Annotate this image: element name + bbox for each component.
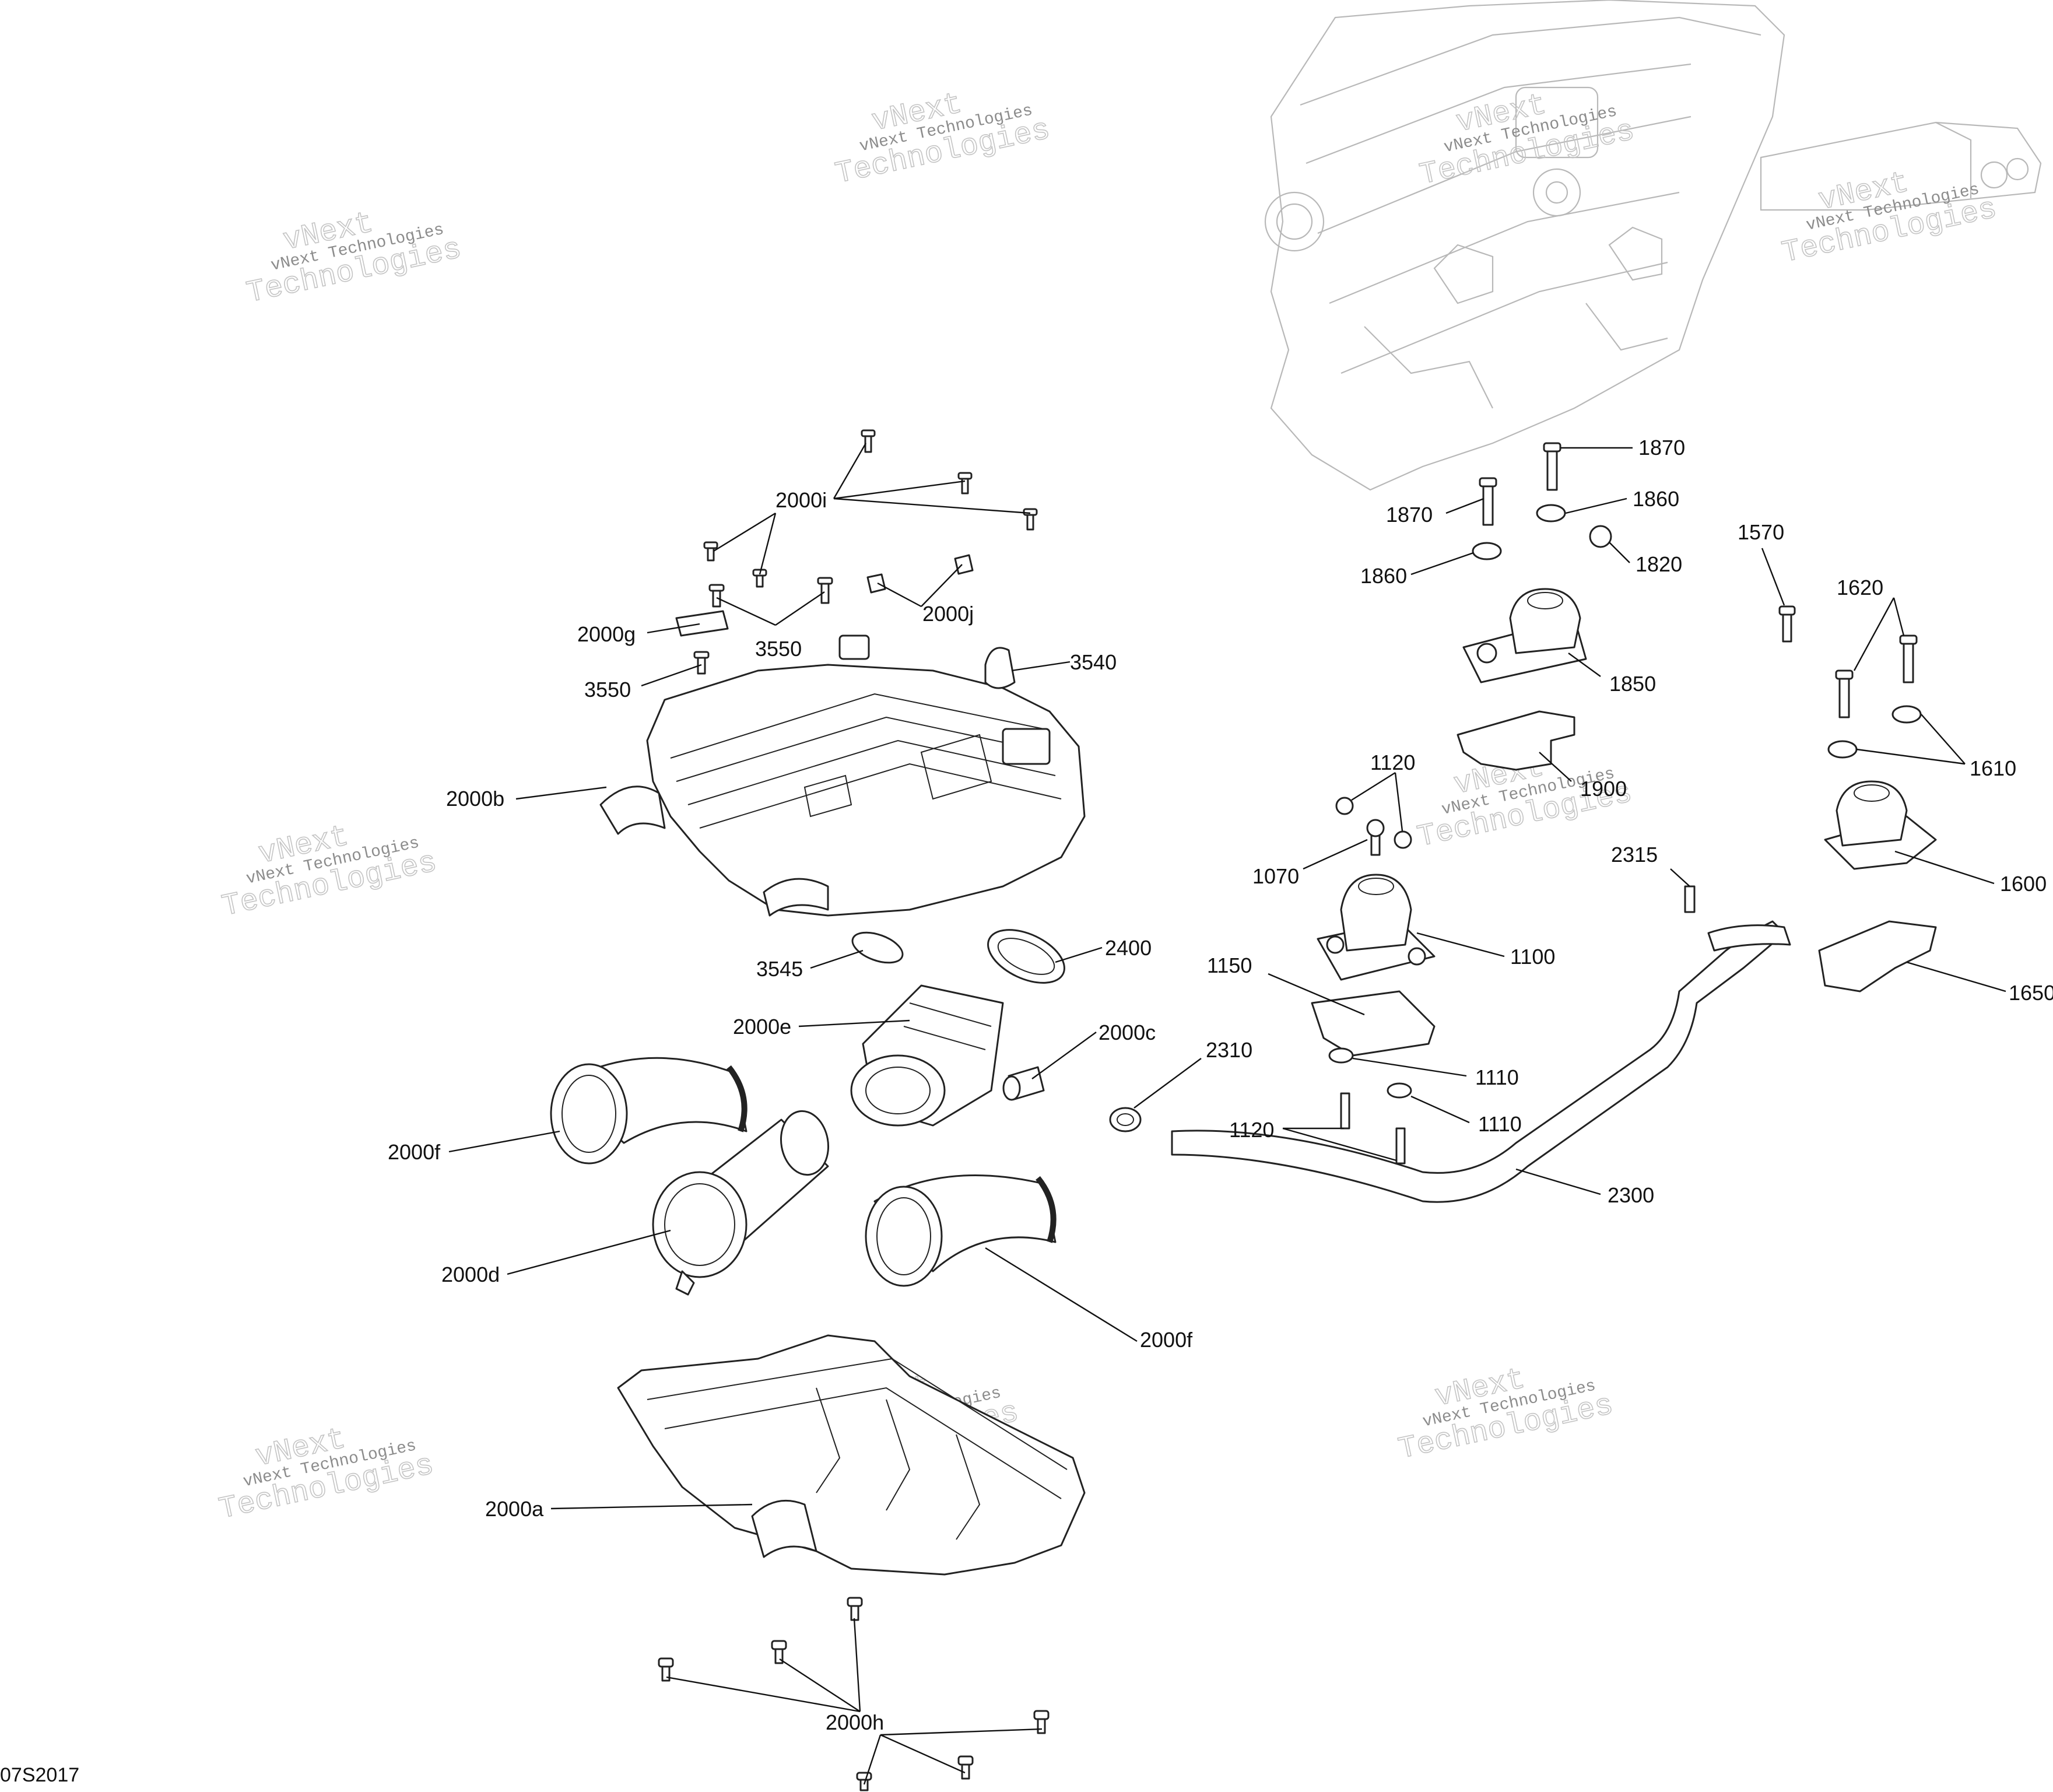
callout-1110-b: 1110: [1478, 1112, 1522, 1136]
seal-3545: [851, 931, 904, 964]
elbow-duct-2000f-left: [550, 1057, 747, 1165]
bolts-1120: [1340, 1092, 1406, 1165]
fitting-2000c: [1002, 1066, 1045, 1101]
duct-2000d: [652, 1110, 830, 1296]
nut-1820: [1589, 525, 1612, 548]
callout-2000g: 2000g: [577, 622, 636, 646]
engine-mount-1100: [1317, 874, 1436, 981]
clamp-2400: [987, 929, 1065, 984]
callout-1870-b: 1870: [1386, 503, 1433, 527]
engine-ghost-illustration: [1264, 0, 2042, 491]
callout-1150: 1150: [1207, 953, 1252, 977]
bracket-1650: [1818, 920, 1937, 993]
fastener-2000h-6: [856, 1772, 872, 1791]
callout-3550-b: 3550: [584, 678, 631, 702]
watermark-2: vNext vNext Technologies Technologies: [832, 86, 1054, 192]
callout-1120-top: 1120: [1370, 751, 1415, 774]
callout-1100: 1100: [1510, 945, 1555, 969]
washers-1610: [1827, 705, 1922, 759]
callout-2000d: 2000d: [441, 1263, 500, 1286]
callout-2000j: 2000j: [922, 602, 974, 626]
screw-2000i-4: [703, 541, 718, 562]
callout-1820: 1820: [1636, 552, 1682, 576]
nuts-1120-top: [1335, 797, 1412, 849]
callout-2000f-left: 2000f: [388, 1140, 441, 1164]
leader-lines: [448, 443, 2006, 1785]
callout-1610: 1610: [1970, 756, 2016, 780]
clamp-2310: [1109, 1107, 1142, 1132]
washers-1860: [1472, 504, 1566, 560]
drawing-code: 07S2017: [0, 1764, 79, 1786]
callout-1850: 1850: [1609, 672, 1656, 696]
callout-1860-a: 1860: [1633, 487, 1679, 511]
callout-2310: 2310: [1206, 1038, 1252, 1062]
callout-2000b: 2000b: [446, 787, 504, 811]
callout-1070: 1070: [1252, 864, 1299, 888]
callout-2300: 2300: [1608, 1183, 1654, 1207]
callout-2000c: 2000c: [1099, 1021, 1156, 1044]
callout-labels: 2000i 2000j 2000g 3550 3550 3540 2000b 3…: [388, 436, 2053, 1734]
callout-2000f-right: 2000f: [1140, 1328, 1193, 1352]
callout-1650: 1650: [2009, 981, 2053, 1005]
screw-2000i-1: [861, 429, 876, 453]
callout-1600: 1600: [2000, 872, 2047, 896]
watermark-4: vNext vNext Technologies Technologies: [219, 819, 440, 925]
screw-3550-1: [708, 584, 725, 608]
callout-1570: 1570: [1738, 520, 1784, 544]
bolts-1870: [1479, 442, 1561, 526]
watermark-9: vNext vNext Technologies Technologies: [1395, 1362, 1617, 1468]
callout-2400: 2400: [1105, 936, 1152, 960]
callout-1120-bottom: 1120: [1229, 1118, 1274, 1142]
callout-1870-a: 1870: [1638, 436, 1685, 460]
callout-1110-a: 1110: [1475, 1065, 1519, 1089]
watermark-7: vNext vNext Technologies Technologies: [216, 1422, 437, 1528]
callout-2000a: 2000a: [485, 1497, 544, 1521]
clip-2000j-1: [866, 573, 886, 594]
callout-1860-b: 1860: [1360, 564, 1407, 588]
intake-upper-housing-2000b: [599, 634, 1086, 917]
engine-mount-1850: [1462, 588, 1587, 683]
screw-2000i-2: [957, 472, 973, 495]
fastener-2000h-3: [658, 1657, 674, 1682]
hardware-cluster-top: [675, 429, 1038, 964]
clip-2000j-2: [954, 554, 974, 575]
bolts-1620: [1835, 634, 1918, 718]
fastener-2000h-2: [771, 1640, 787, 1664]
callout-2000i: 2000i: [775, 488, 827, 512]
watermark-1: vNext vNext Technologies Technologies: [243, 205, 465, 311]
screw-3550-3: [693, 651, 710, 675]
bracket-1900: [1457, 710, 1575, 771]
callout-1620: 1620: [1837, 576, 1883, 599]
screw-3550-2: [817, 577, 833, 604]
engine-mount-1600: [1824, 780, 1937, 870]
fasteners-2000h: [658, 1597, 1050, 1791]
elbow-duct-2000f-right: [865, 1174, 1057, 1287]
callout-3540: 3540: [1070, 650, 1117, 674]
bolt-1070: [1366, 819, 1385, 856]
callout-1900: 1900: [1580, 777, 1627, 801]
screw-1570: [1778, 605, 1796, 643]
fastener-2000h-5: [957, 1755, 974, 1780]
callout-2000h: 2000h: [826, 1710, 884, 1734]
throttle-body-2000e: [850, 984, 1004, 1127]
fastener-2000h-1: [847, 1597, 863, 1621]
label-plate-2000g: [675, 610, 729, 637]
watermark-3: vNext vNext Technologies Technologies: [1416, 87, 1638, 194]
callout-3550-a: 3550: [755, 637, 802, 661]
bracket-1150: [1311, 990, 1436, 1057]
callout-2315: 2315: [1611, 843, 1658, 867]
intake-lower-housing-2000a: [617, 1334, 1086, 1576]
callout-2000e: 2000e: [733, 1015, 791, 1039]
seal-3540: [984, 647, 1016, 689]
hose-2300: [1171, 885, 1791, 1203]
callout-3545: 3545: [756, 957, 803, 981]
washers-1110: [1328, 1047, 1412, 1099]
